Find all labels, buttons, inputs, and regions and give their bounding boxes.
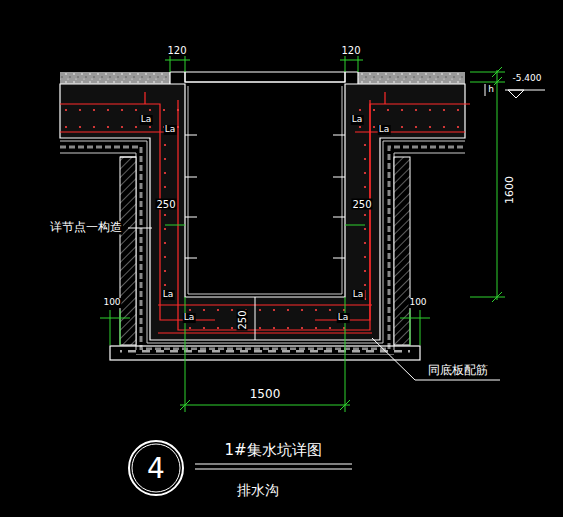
rebar-dot [231,327,233,329]
rebar-dot [364,270,366,272]
rebar-dot [301,327,303,329]
rebar-dot [121,126,123,128]
rebar-dot [121,109,123,111]
rebar-dot [203,309,205,311]
dimension: 250 [155,199,176,210]
rebar-dot [135,126,137,128]
rebar-dot [259,327,261,329]
dimension: 1500 [249,388,282,401]
rebar-dot [164,172,166,174]
callout-note: 同底板配筋 [427,364,489,377]
rebar-dot [373,126,375,128]
anchor-length: La [164,125,177,135]
rebar-dot [364,242,366,244]
rebar-dot [429,126,431,128]
rebar-dot [93,109,95,111]
rebar-dot [107,126,109,128]
rebar-dot [203,327,205,329]
rebar-dot [364,172,366,174]
rebar-dot [387,109,389,111]
rebar-dot [329,327,331,329]
rebar-dot [415,126,417,128]
anchor-length: La [337,313,350,323]
anchor-length: La [183,313,196,323]
rebar-dot [164,214,166,216]
rebar-dot [364,186,366,188]
rebar-dot [164,256,166,258]
rebar-dot [315,327,317,329]
rebar-dot [364,158,366,160]
rebar-dot [359,109,361,111]
detail-number-circle: 4 [128,440,184,496]
dimension: 120 [340,45,361,56]
rebar-dot [149,126,151,128]
rebar-dot [457,126,459,128]
level-value: -5.400 [511,74,542,84]
callout-note: 详节点一构造 [49,221,123,234]
rebar-dot [149,109,151,111]
drawing-title: 1#集水坑详图 [223,442,322,459]
rebar-dot [164,158,166,160]
rebar-dot [315,309,317,311]
rebar-dot [273,309,275,311]
dimension: 100 [102,298,121,308]
rebar-dot [93,126,95,128]
rebar-dot [364,256,366,258]
rebar-dot [401,126,403,128]
anchor-length: La [162,290,175,300]
rebar-dot [443,109,445,111]
anchor-length: La [351,115,364,125]
dimension: 250 [237,309,248,330]
rebar-dot [329,309,331,311]
rebar-dot [364,284,366,286]
rebar-dot [107,109,109,111]
rebar-dot [79,126,81,128]
rebar-dot [364,214,366,216]
rebar-dot [164,270,166,272]
rebar-dot [189,309,191,311]
dimension: 120 [166,45,187,56]
rebar-dot [287,309,289,311]
rebar-dot [135,109,137,111]
dimension: 250 [351,199,372,210]
detail-number: 4 [147,452,165,485]
rebar-dot [177,109,179,111]
rebar-dot [273,327,275,329]
anchor-length: La [140,115,153,125]
rebar-dot [217,327,219,329]
dimension: 100 [408,298,427,308]
anchor-length: La [378,125,391,135]
anchor-length: La [352,290,365,300]
rebar-dot [401,109,403,111]
rebar-dot [415,109,417,111]
rebar-dot [164,186,166,188]
rebar-dot [65,126,67,128]
rebar-dot [364,144,366,146]
rebar-dot [443,126,445,128]
rebar-dot [189,327,191,329]
rebar-dot [373,109,375,111]
rebar-dot [231,309,233,311]
rebar-dot [287,327,289,329]
rebar-dot [164,144,166,146]
rebar-dot [164,284,166,286]
rebar-dot [65,109,67,111]
rebar-dot [429,109,431,111]
rebar-dot [359,126,361,128]
rebar-dot [177,126,179,128]
level-symbol: h [487,85,495,95]
rebar-dot [164,242,166,244]
drawing-caption: 排水沟 [236,483,280,498]
rebar-dot [217,309,219,311]
rebar-dot [164,228,166,230]
rebar-dot [457,109,459,111]
dimension: 1600 [504,175,516,205]
rebar-dot [79,109,81,111]
rebar-dot [163,109,165,111]
rebar-dot [364,228,366,230]
rebar-dot [259,309,261,311]
rebar-dot [301,309,303,311]
